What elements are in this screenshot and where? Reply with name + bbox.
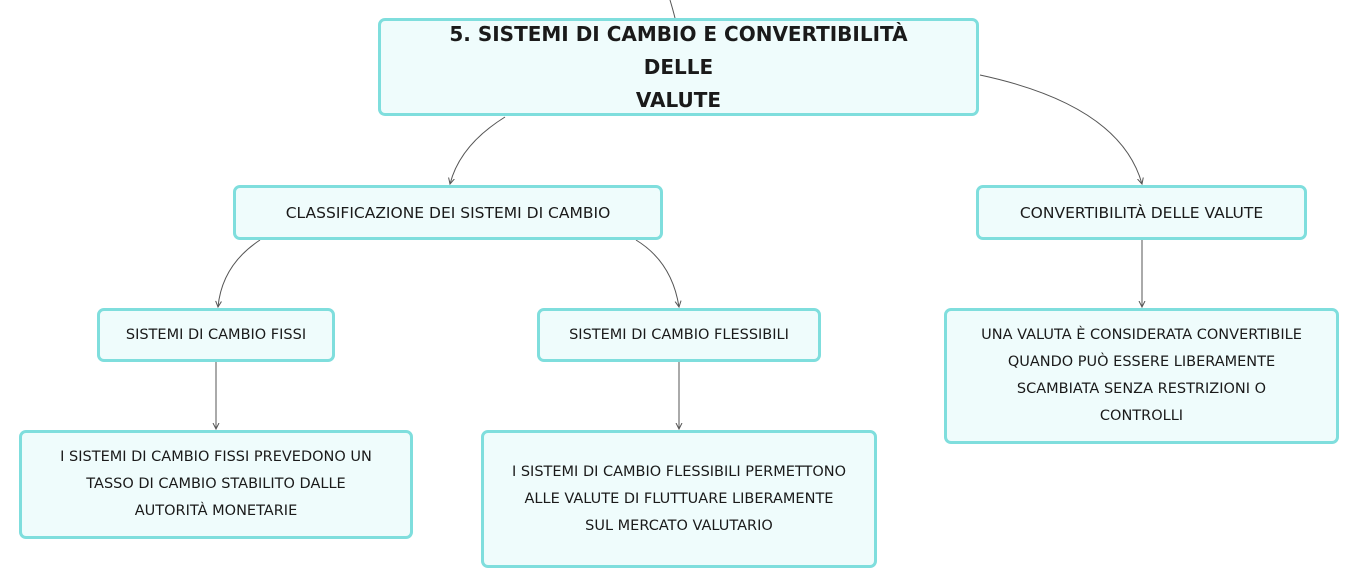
text-line: AUTORITÀ MONETARIE <box>134 503 298 519</box>
text-line: UNA VALUTA È CONSIDERATA CONVERTIBILE <box>981 327 1302 343</box>
connector-classificazione-to-fissi <box>218 239 261 307</box>
text-line: I SISTEMI DI CAMBIO FISSI PREVEDONO UN <box>60 449 372 465</box>
node-flessibili-description-text: I SISTEMI DI CAMBIO FLESSIBILI PERMETTON… <box>512 459 846 540</box>
node-sistemi-fissi-label: SISTEMI DI CAMBIO FISSI <box>125 327 307 343</box>
node-fissi-description[interactable]: I SISTEMI DI CAMBIO FISSI PREVEDONO UN T… <box>19 430 413 539</box>
node-convertibilita-description-text: UNA VALUTA È CONSIDERATA CONVERTIBILE QU… <box>981 322 1302 430</box>
root-node-line-2: VALUTE <box>635 87 722 112</box>
node-sistemi-flessibili-label: SISTEMI DI CAMBIO FLESSIBILI <box>569 327 789 343</box>
text-line: I SISTEMI DI CAMBIO FLESSIBILI PERMETTON… <box>511 463 847 480</box>
text-line: QUANDO PUÒ ESSERE LIBERAMENTE <box>1007 354 1276 370</box>
root-node-sistemi-di-cambio[interactable]: 5. SISTEMI DI CAMBIO E CONVERTIBILITÀ DE… <box>378 18 979 116</box>
text-line: TASSO DI CAMBIO STABILITO DALLE <box>86 476 346 492</box>
root-node-line-1: 5. SISTEMI DI CAMBIO E CONVERTIBILITÀ DE… <box>449 21 908 79</box>
text-line: CONTROLLI <box>1099 408 1184 424</box>
node-flessibili-description[interactable]: I SISTEMI DI CAMBIO FLESSIBILI PERMETTON… <box>481 430 877 568</box>
node-fissi-description-text: I SISTEMI DI CAMBIO FISSI PREVEDONO UN T… <box>60 444 372 525</box>
connector-root-to-classificazione <box>450 116 506 184</box>
text-line: SUL MERCATO VALUTARIO <box>585 517 773 534</box>
root-node-text: 5. SISTEMI DI CAMBIO E CONVERTIBILITÀ DE… <box>421 18 936 117</box>
text-line: ALLE VALUTE DI FLUTTUARE LIBERAMENTE <box>524 490 834 507</box>
node-classificazione-label: CLASSIFICAZIONE DEI SISTEMI DI CAMBIO <box>285 203 611 222</box>
node-classificazione[interactable]: CLASSIFICAZIONE DEI SISTEMI DI CAMBIO <box>233 185 663 240</box>
connector-root-to-convertibilita <box>979 74 1142 184</box>
node-convertibilita-description[interactable]: UNA VALUTA È CONSIDERATA CONVERTIBILE QU… <box>944 308 1339 444</box>
node-sistemi-flessibili[interactable]: SISTEMI DI CAMBIO FLESSIBILI <box>537 308 821 362</box>
connector-classificazione-to-flessibili <box>635 239 679 307</box>
node-convertibilita[interactable]: CONVERTIBILITÀ DELLE VALUTE <box>976 185 1307 240</box>
node-sistemi-fissi[interactable]: SISTEMI DI CAMBIO FISSI <box>97 308 335 362</box>
text-line: SCAMBIATA SENZA RESTRIZIONI O <box>1016 381 1267 397</box>
connector-parent-to-root <box>669 0 676 19</box>
node-convertibilita-label: CONVERTIBILITÀ DELLE VALUTE <box>1019 203 1264 222</box>
